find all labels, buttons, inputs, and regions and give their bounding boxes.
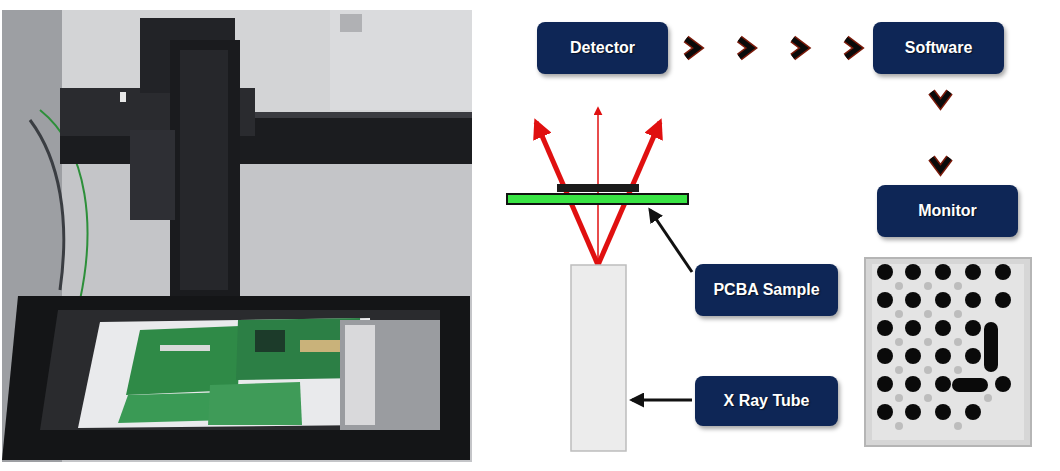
box-label: Software [905, 39, 973, 57]
box-label: Monitor [918, 202, 977, 220]
process-box: X Ray Tube [695, 376, 838, 426]
process-box: Software [873, 22, 1004, 74]
box-label: X Ray Tube [724, 392, 810, 410]
pcba-board [507, 184, 688, 204]
machine-photo [2, 10, 472, 462]
chevron-connector [686, 39, 858, 57]
process-box: PCBA Sample [695, 264, 838, 316]
chevron-connector [932, 92, 950, 170]
box-label: Detector [570, 39, 635, 57]
box-label: PCBA Sample [713, 281, 819, 299]
xray-image [865, 258, 1031, 446]
process-box: Detector [537, 22, 668, 74]
leader-arrows [632, 210, 692, 400]
xray-tube [571, 265, 626, 451]
process-box: Monitor [877, 185, 1018, 237]
xray-beams [536, 108, 660, 265]
